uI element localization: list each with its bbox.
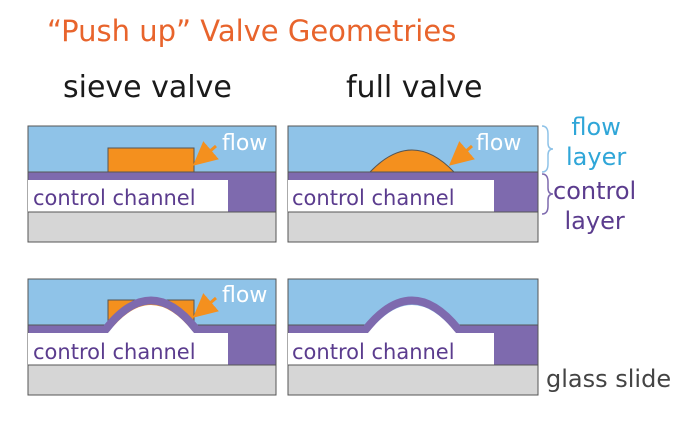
flow-layer-label-line2: layer xyxy=(566,143,627,171)
membrane-edge xyxy=(362,296,462,332)
control-channel-label: control channel xyxy=(292,340,455,364)
sieve-valve-heading: sieve valve xyxy=(63,70,232,105)
glass-slide xyxy=(287,364,539,396)
flow-label: flow xyxy=(222,283,267,308)
glass-slide-label: glass slide xyxy=(546,365,672,393)
control-layer-label-line2: layer xyxy=(564,207,625,235)
glass-slide xyxy=(287,211,539,243)
flow-arrow xyxy=(192,141,219,166)
sieve-valve-open-panel: flow control channel xyxy=(27,125,277,243)
control-channel-label: control channel xyxy=(33,340,196,364)
flow-label: flow xyxy=(476,131,521,156)
control-channel xyxy=(28,333,228,365)
full-valve-closed-panel: control channel xyxy=(287,278,539,396)
control-channel xyxy=(28,180,228,212)
control-channel xyxy=(288,180,494,212)
flow-arrow xyxy=(448,141,475,166)
full-valve-dome xyxy=(368,149,456,173)
control-channel-label: control channel xyxy=(292,186,455,210)
control-layer-label-line1: control xyxy=(553,177,637,205)
deflected-membrane xyxy=(368,305,456,333)
flow-layer-brace xyxy=(541,125,554,173)
full-valve-heading: full valve xyxy=(346,70,483,105)
full-valve-open-panel: flow control channel xyxy=(287,125,539,243)
control-channel-label: control channel xyxy=(33,186,196,210)
glass-slide xyxy=(27,211,277,243)
control-layer-label: control layer xyxy=(553,176,636,236)
flow-layer-label-line1: flow xyxy=(571,113,621,141)
page-title: “Push up” Valve Geometries xyxy=(47,14,457,48)
sieve-valve-block xyxy=(107,147,195,173)
deflected-membrane xyxy=(108,305,194,333)
membrane-edge xyxy=(102,296,200,332)
flow-layer-label: flow layer xyxy=(566,112,626,172)
flow-arrow xyxy=(192,293,219,318)
control-layer-brace xyxy=(541,173,554,215)
glass-slide xyxy=(27,364,277,396)
flow-label: flow xyxy=(222,131,267,156)
sieve-valve-closed-panel: flow control channel xyxy=(27,278,277,396)
control-channel xyxy=(288,333,494,365)
